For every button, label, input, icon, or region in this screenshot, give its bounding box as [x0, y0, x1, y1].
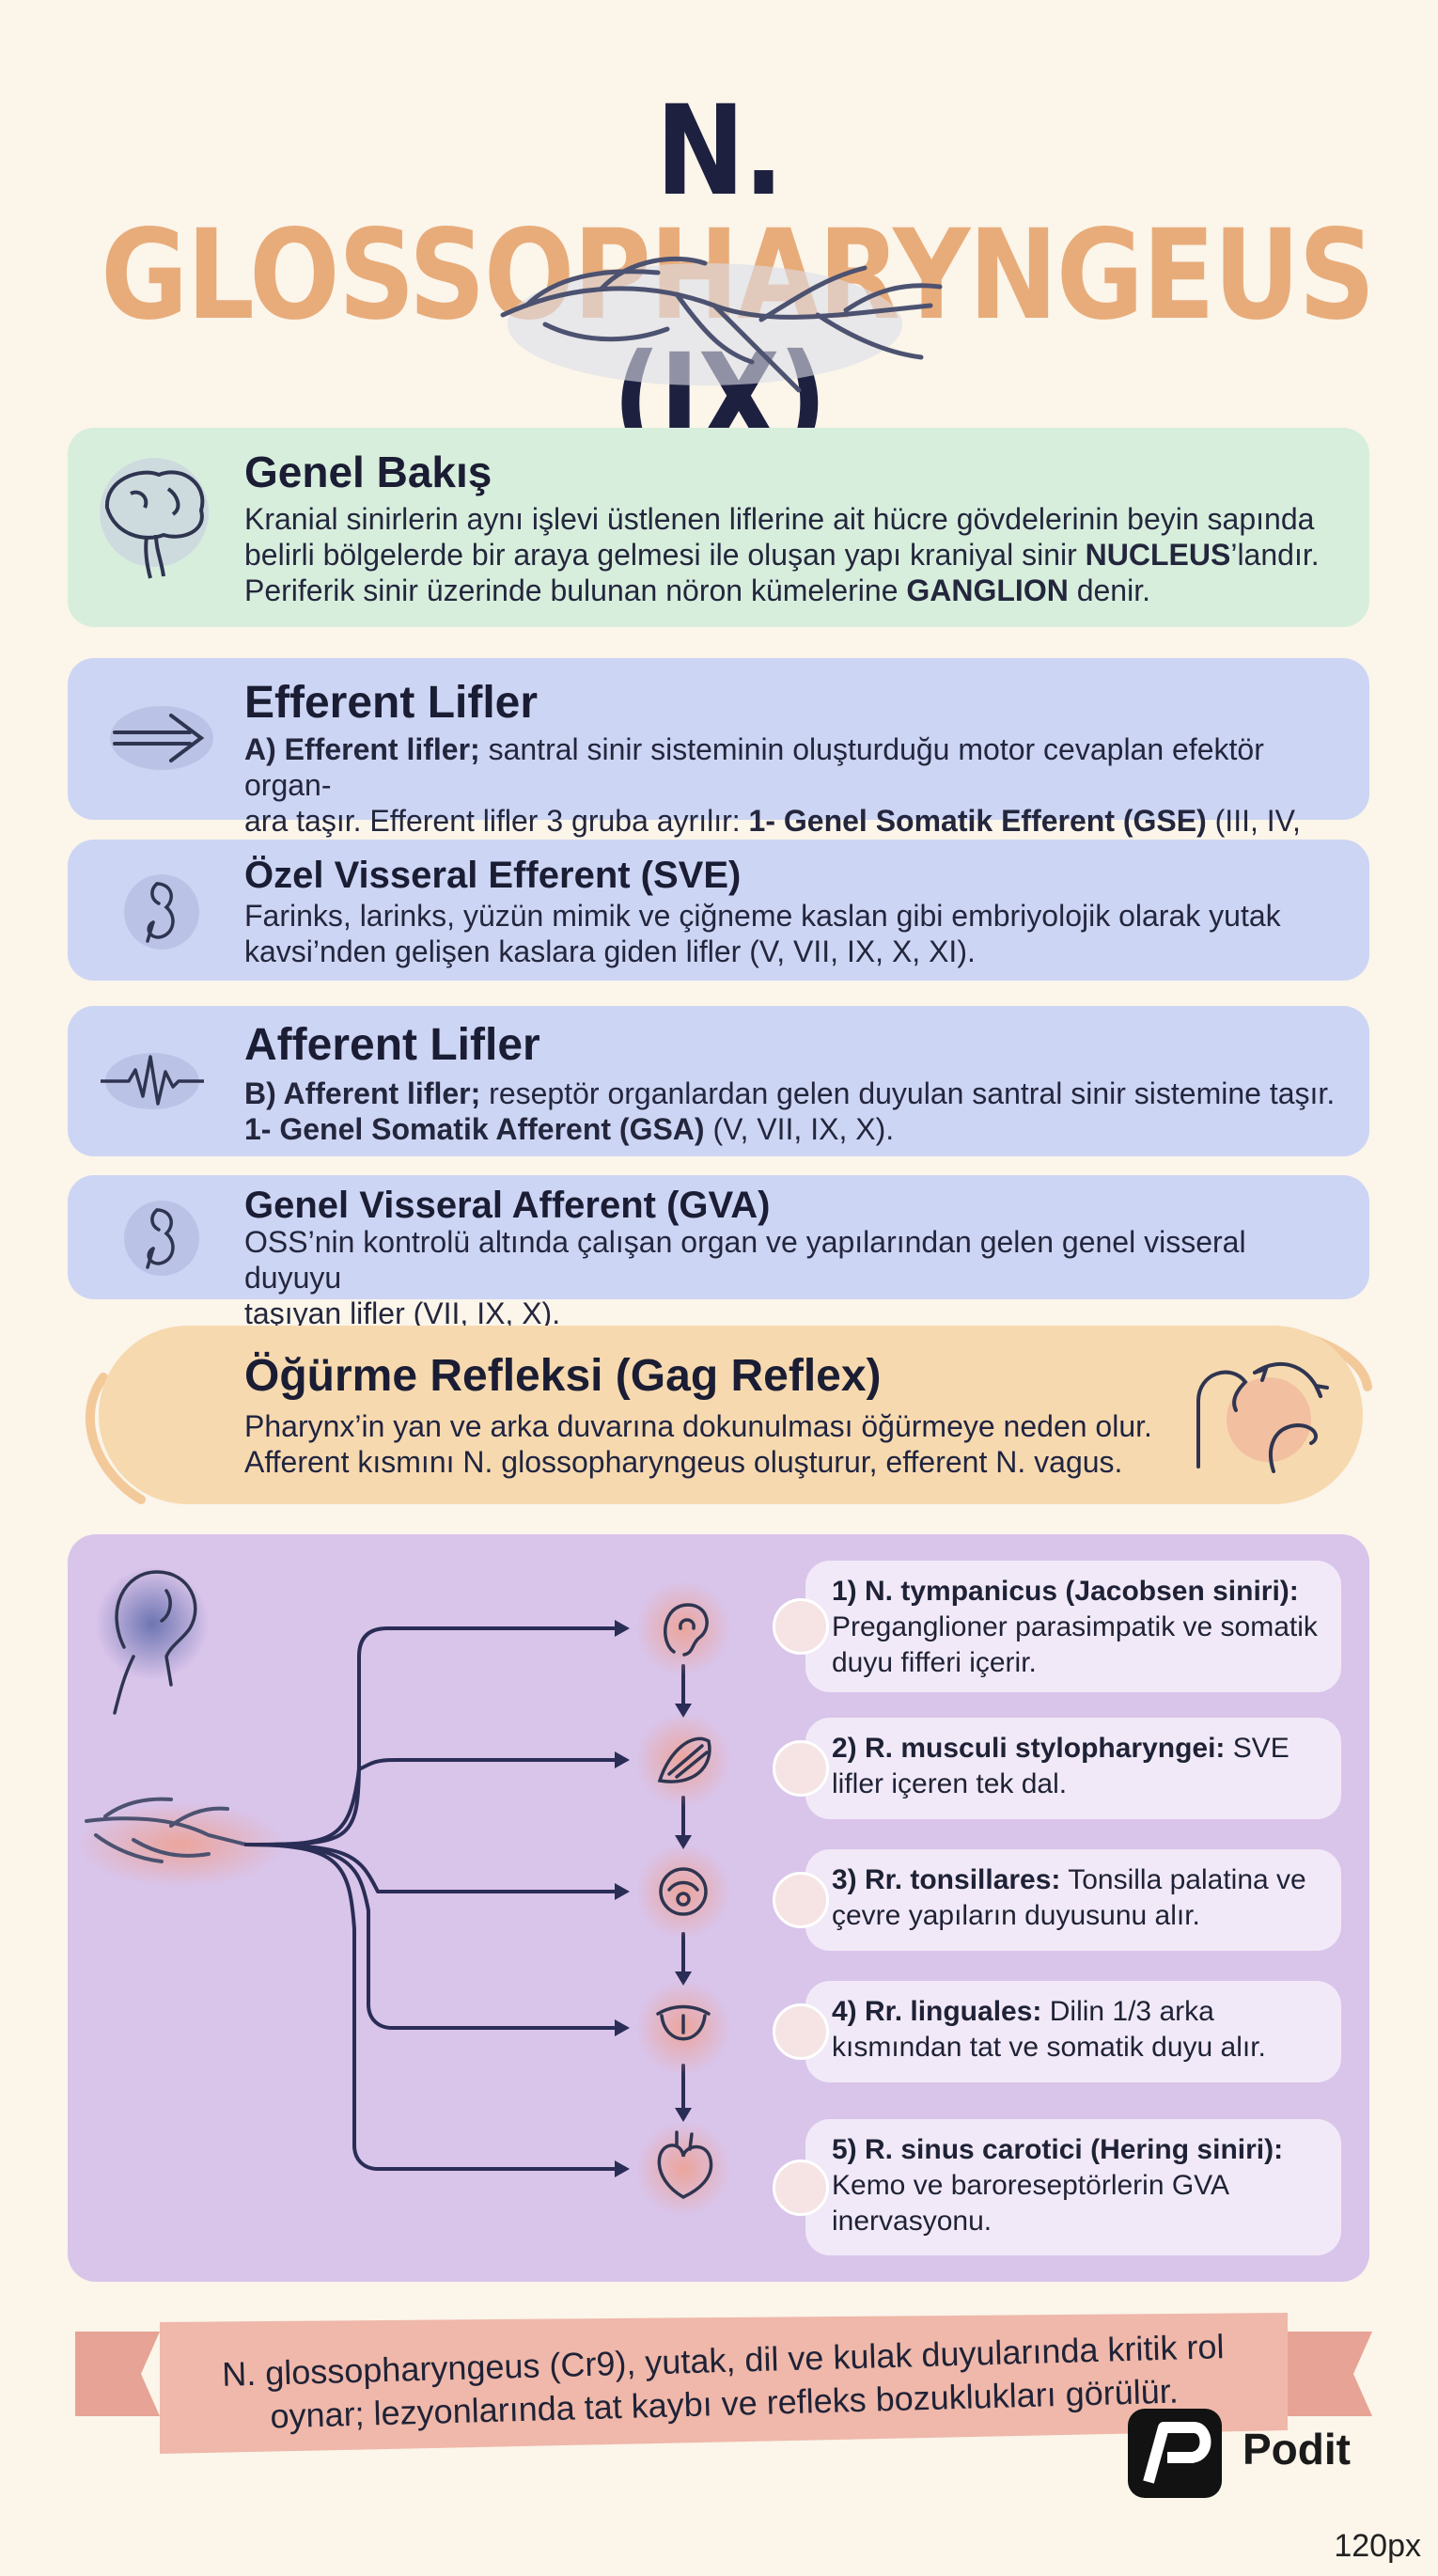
overview-card: Genel Bakış Kranial sinirlerin aynı işle…: [68, 428, 1369, 627]
podit-logo-mark: [1143, 2422, 1211, 2484]
sve-line-1: Farinks, larinks, yüzün mimik ve çiğneme…: [244, 899, 1281, 933]
corner-label: 120px: [1334, 2528, 1421, 2564]
branch-card: 2) R. musculi stylopharyngei: SVE lifler…: [773, 1718, 1341, 1819]
logo-name: Podit: [1243, 2425, 1351, 2474]
branch-description: Kemo ve baroreseptörlerin GVA inervasyon…: [832, 2170, 1228, 2237]
efferent-line-2: ara taşır. Efferent lifler 3 gruba ayrıl…: [244, 804, 749, 838]
afferent-card: Afferent Lifler B) Afferent lifler; rese…: [68, 1006, 1369, 1156]
gag-reflex-card: Öğürme Refleksi (Gag Reflex) Pharynx’in …: [99, 1326, 1363, 1504]
branch-label: 1) N. tympanicus (Jacobsen siniri):: [832, 1576, 1299, 1607]
branch-description: Preganglioner parasimpatik ve somatik du…: [832, 1611, 1318, 1678]
gsa-term: 1- Genel Somatik Afferent (GSA): [244, 1112, 705, 1146]
branch-card: 3) Rr. tonsillares: Tonsilla palatina ve…: [773, 1849, 1341, 1951]
heart-icon: [773, 2159, 829, 2216]
branch-card: 5) R. sinus carotici (Hering siniri): Ke…: [773, 2119, 1341, 2255]
gva-heading: Genel Visseral Afferent (GVA): [244, 1185, 771, 1226]
arrow-right-icon: [110, 706, 213, 770]
branch-label: 4) Rr. linguales:: [832, 1996, 1042, 2027]
gag-line-2: Afferent kısmını N. glossopharyngeus olu…: [244, 1445, 1123, 1479]
podit-logo: [1128, 2409, 1222, 2498]
title-prefix: N.: [655, 79, 784, 224]
branch-label: 2) R. musculi stylopharyngei:: [832, 1733, 1226, 1764]
efferent-text: A) Efferent lifler; santral sinir sistem…: [244, 731, 1336, 874]
branch-text: 2) R. musculi stylopharyngei: SVE lifler…: [822, 1731, 1328, 1802]
afferent-label: B) Afferent lifler;: [244, 1076, 481, 1110]
nucleus-term: NUCLEUS: [1085, 538, 1231, 572]
efferent-heading: Efferent Lifler: [244, 678, 539, 728]
branch-text: 1) N. tympanicus (Jacobsen siniri): Preg…: [822, 1574, 1328, 1681]
afferent-line-1: reseptör organlardan gelen duyulan santr…: [480, 1076, 1336, 1110]
overview-line-2: belirli bölgelerde bir araya gelmesi ile…: [244, 538, 1086, 572]
pharynx-icon: [124, 1201, 199, 1276]
muscle-icon: [773, 1740, 829, 1797]
branch-label: 3) Rr. tonsillares:: [832, 1864, 1061, 1895]
sve-heading: Özel Visseral Efferent (SVE): [244, 855, 742, 896]
ganglion-term: GANGLION: [906, 573, 1069, 607]
gva-text: OSS’nin kontrolü altında çalışan organ v…: [244, 1224, 1336, 1331]
overview-text: Kranial sinirlerin aynı işlevi üstlenen …: [244, 501, 1336, 608]
branch-description: SVE lifler içeren tek dal.: [832, 1733, 1290, 1799]
overview-line-3-end: denir.: [1068, 573, 1150, 607]
branch-text: 4) Rr. linguales: Dilin 1/3 arka kısmınd…: [822, 1994, 1328, 2066]
branch-label: 5) R. sinus carotici (Hering siniri):: [832, 2134, 1284, 2165]
gva-card: Genel Visseral Afferent (GVA) OSS’nin ko…: [68, 1175, 1369, 1330]
afferent-heading: Afferent Lifler: [244, 1020, 540, 1070]
efferent-line-1: santral sinir sisteminin oluşturduğu mot…: [244, 732, 1264, 802]
ear-icon: [773, 1598, 829, 1655]
branch-card: 1) N. tympanicus (Jacobsen siniri): Preg…: [773, 1561, 1341, 1692]
branch-text: 3) Rr. tonsillares: Tonsilla palatina ve…: [822, 1862, 1328, 1934]
gse-term: 1- Genel Somatik Efferent (GSE): [748, 804, 1207, 838]
overview-line-3: Periferik sinir üzerinde bulunan nöron k…: [244, 573, 907, 607]
gag-text: Pharynx’in yan ve arka duvarına dokunulm…: [244, 1408, 1152, 1480]
branch-diagram: [77, 1567, 730, 2216]
reflex-head-icon: [1196, 1362, 1329, 1473]
gva-line-1: OSS’nin kontrolü altında çalışan organ v…: [244, 1225, 1246, 1295]
gsa-nerves: (V, VII, IX, X).: [704, 1112, 895, 1146]
branch-description: Dilin 1/3 arka kısmından tat ve somatik …: [832, 1996, 1266, 2063]
nerve-branch-illustration: [500, 256, 943, 393]
sve-text: Farinks, larinks, yüzün mimik ve çiğneme…: [244, 898, 1336, 969]
gag-line-1: Pharynx’in yan ve arka duvarına dokunulm…: [244, 1409, 1152, 1443]
gag-heading: Öğürme Refleksi (Gag Reflex): [244, 1351, 882, 1401]
tonsil-icon: [773, 1872, 829, 1928]
gva-line-2: taşıyan lifler (VII, IX, X).: [244, 1296, 561, 1330]
footer-ribbon: [75, 2313, 1372, 2454]
efferent-card: Efferent Lifler A) Efferent lifler; sant…: [68, 658, 1369, 873]
overview-line-2-end: ’landır.: [1230, 538, 1320, 572]
efferent-label: A) Efferent lifler;: [244, 732, 480, 766]
branch-text: 5) R. sinus carotici (Hering siniri): Ke…: [822, 2132, 1328, 2239]
sve-card: Özel Visseral Efferent (SVE) Farinks, la…: [68, 840, 1369, 981]
signal-wave-icon: [101, 1053, 204, 1109]
branches-panel: 1) N. tympanicus (Jacobsen siniri): Preg…: [68, 1534, 1369, 2282]
pharynx-icon: [124, 874, 199, 950]
overview-heading: Genel Bakış: [244, 448, 492, 496]
sve-line-2: kavsi’nden gelişen kaslara giden lifler …: [244, 935, 976, 968]
branch-card: 4) Rr. linguales: Dilin 1/3 arka kısmınd…: [773, 1981, 1341, 2082]
tongue-icon: [773, 2003, 829, 2060]
branch-description: Tonsilla palatina ve çevre yapıların duy…: [832, 1864, 1306, 1931]
brain-icon: [100, 458, 209, 579]
afferent-text: B) Afferent lifler; reseptör organlardan…: [244, 1076, 1336, 1147]
overview-line-1: Kranial sinirlerin aynı işlevi üstlenen …: [244, 502, 1315, 536]
